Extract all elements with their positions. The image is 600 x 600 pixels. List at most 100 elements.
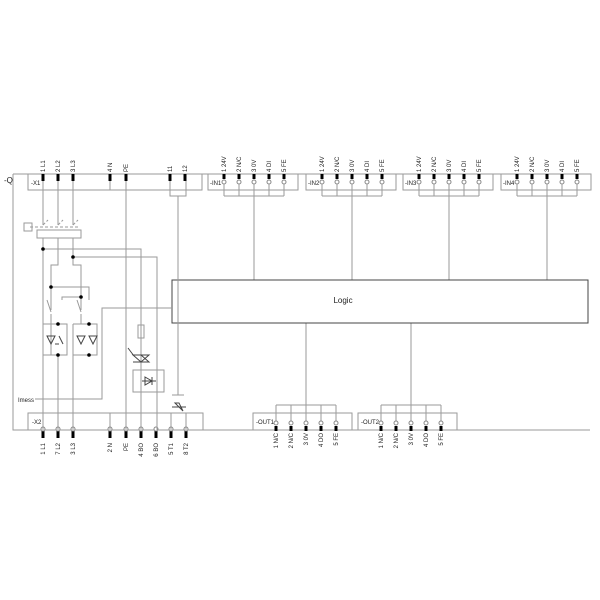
output-pin [304,426,308,431]
x2-terminal-pin [124,431,128,438]
x2-terminal-pin [169,431,173,438]
terminal-connector-icon [288,420,294,426]
x2-pin-label: 3 L3 [71,442,77,454]
x1-terminal-pin [71,174,75,181]
terminal-connector-icon [574,179,580,185]
input-pin-label: 3 0V [545,160,551,172]
input-pin [417,174,421,179]
x1-pin-label: 3 L3 [71,160,77,172]
input-pin [237,174,241,179]
input-pin-label: 2 N/C [237,156,243,172]
input-pin-label: 1 24V [417,156,423,172]
input-pin [462,174,466,179]
input-pin-label: 5 FE [282,159,288,172]
output-pin [394,426,398,431]
input-pin [335,174,339,179]
x1-terminal-pin [183,174,187,181]
terminal-connector-icon [416,179,422,185]
terminal-connector-icon [281,179,287,185]
output-pin-label: 2 N/C [289,432,295,448]
output-pin [289,426,293,431]
device-frame [12,173,590,431]
input-pin [515,174,519,179]
logic-label: Logic [333,296,352,305]
x2-terminal-pin [139,431,143,438]
power-circuit [23,181,187,430]
x1-terminal-pin [108,174,112,181]
terminal-connector-icon [529,179,535,185]
x1-label: -X1 [31,181,41,187]
output-block-label: -OUT1 [256,420,275,426]
x1-pin-label: 4 N [108,163,114,172]
x2-pin-label: 6 BO [154,443,160,457]
terminal-connector-icon [544,179,550,185]
terminal-connector-icon [364,179,370,185]
terminal-connector-icon [461,179,467,185]
terminal-connector-icon [431,179,437,185]
logic-block [171,279,589,324]
input-pin [432,174,436,179]
x2-terminal-pin [41,431,45,438]
manual-actuator-icon [23,222,33,232]
output-pin-label: 4 DO [424,433,430,447]
terminal-connector-icon [273,420,279,426]
input-block-label: -IN3 [405,181,417,187]
x2-pin-label: 5 T1 [169,442,175,455]
terminal-connector-icon [378,420,384,426]
terminal-connector-icon [221,179,227,185]
input-pin-label: 5 FE [380,159,386,172]
x1-pin-label: 1 L1 [41,160,47,172]
x1-terminal-block [27,173,203,191]
output-pin-label: 2 N/C [394,432,400,448]
fuse-icon [137,324,145,339]
input-pin [252,174,256,179]
x2-terminal-pin [56,431,60,438]
output-pin-label: 4 DO [319,433,325,447]
x2-terminal-block [27,412,204,431]
x2-pin-label: 4 BO [139,443,145,457]
input-pin-label: 5 FE [477,159,483,172]
terminal-connector-icon [303,420,309,426]
terminal-connector-icon [333,420,339,426]
input-pin-label: 3 0V [350,160,356,172]
output-pin-label: 3 0V [304,433,310,445]
output-pin-label: 3 0V [409,433,415,445]
terminal-connector-icon [423,420,429,426]
x1-terminal-pin [56,174,60,181]
terminal-connector-icon [559,179,565,185]
terminal-connector-icon [514,179,520,185]
x2-label: -X2 [32,420,42,426]
x1-pin-label: 12 [183,165,189,172]
input-pin-label: 2 N/C [335,156,341,172]
input-pin [282,174,286,179]
input-pin-label: 4 DI [560,161,566,172]
terminal-connector-icon [438,420,444,426]
terminal-connector-icon [318,420,324,426]
input-pin [320,174,324,179]
output-pin [379,426,383,431]
output-pin [424,426,428,431]
input-pin [380,174,384,179]
imess-label: Imess [18,398,34,404]
terminal-connector-icon [408,420,414,426]
output-pin [334,426,338,431]
input-pin [545,174,549,179]
output-pin [409,426,413,431]
x1-terminal-pin [41,174,45,181]
output-pin [439,426,443,431]
rectifier-block [132,369,165,393]
overload-trip-block [36,229,82,239]
x2-pin-label: PE [124,443,130,451]
x2-terminal-pin [184,431,188,438]
x2-pin-label: 1 L1 [41,442,47,454]
input-pin [222,174,226,179]
output-pin-label: 1 N/C [379,432,385,448]
x1-terminal-pin [168,174,172,181]
terminal-connector-icon [393,420,399,426]
terminal-connector-icon [379,179,385,185]
